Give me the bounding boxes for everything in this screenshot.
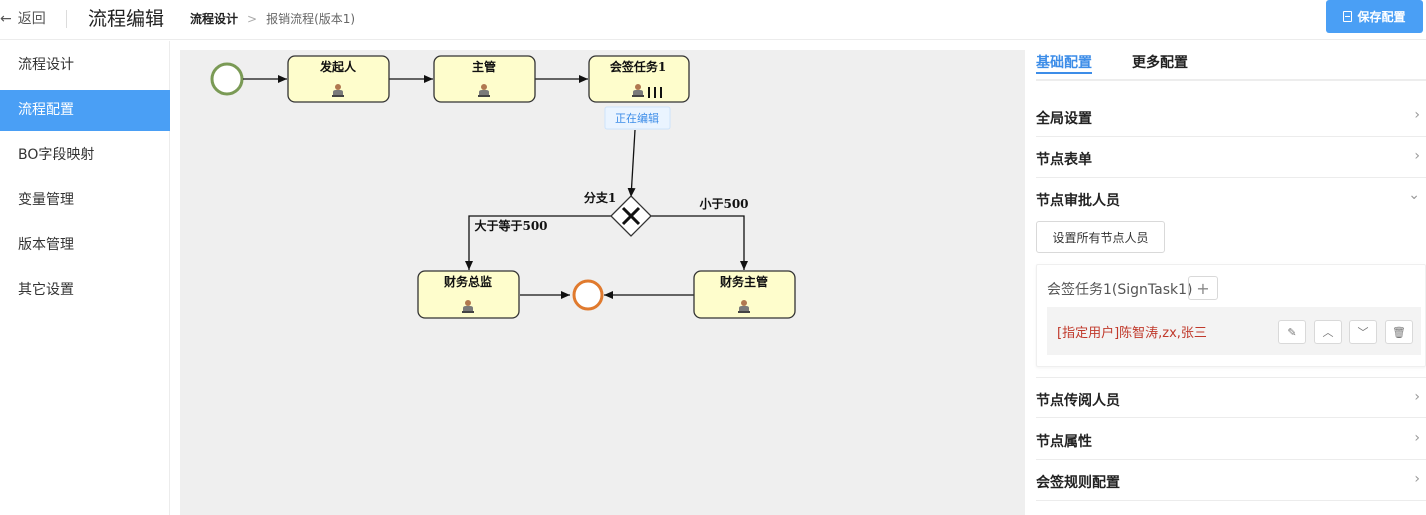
- trash-icon: 🗑: [1392, 325, 1406, 339]
- parallel-multi-instance-icon: [648, 87, 662, 98]
- section-node-cc[interactable]: 节点传阅人员 ›: [1036, 377, 1426, 418]
- branch-label-left: 大于等于500: [474, 218, 547, 233]
- sidebar-item-variables[interactable]: 变量管理: [18, 192, 74, 208]
- config-panel: 基础配置 更多配置 全局设置 › 节点表单 › 节点审批人员 ⌄ 设置所有节点人…: [1026, 41, 1426, 515]
- gateway-label: 分支1: [584, 190, 616, 205]
- chevron-right-icon: ›: [1414, 471, 1420, 487]
- chevron-down-icon: ﹀: [1357, 326, 1369, 339]
- back-label: 返回: [17, 11, 46, 27]
- tab-label: 基础配置: [1036, 55, 1092, 71]
- svg-text:正在编辑: 正在编辑: [615, 111, 659, 125]
- branch-label-right: 小于500: [699, 196, 748, 211]
- document-icon: [1343, 11, 1353, 22]
- sidebar: 流程设计 流程配置 BO字段映射 变量管理 版本管理 其它设置: [0, 41, 170, 515]
- sidebar-item-other-settings[interactable]: 其它设置: [18, 282, 74, 298]
- task-finance-supervisor[interactable]: 财务主管: [693, 270, 796, 319]
- save-config-button[interactable]: 保存配置: [1326, 0, 1423, 33]
- section-label: 会签规则配置: [1036, 475, 1120, 491]
- sidebar-item-flow-design[interactable]: 流程设计: [18, 57, 74, 73]
- chevron-right-icon: ›: [1414, 148, 1420, 164]
- delete-approver-button[interactable]: 🗑: [1385, 320, 1413, 344]
- breadcrumb-separator: >: [247, 12, 258, 26]
- arrow-left-icon: ←: [0, 11, 12, 27]
- edge-gateway-finance-supervisor[interactable]: [650, 215, 748, 270]
- edge-sign-gateway[interactable]: [627, 129, 636, 198]
- sidebar-item-versions[interactable]: 版本管理: [18, 237, 74, 253]
- section-label: 节点表单: [1036, 152, 1092, 168]
- tab-active-indicator: [1036, 72, 1092, 74]
- section-label: 节点属性: [1036, 434, 1092, 450]
- task-finance-director[interactable]: 财务总监: [417, 270, 520, 319]
- move-down-button[interactable]: ﹀: [1349, 320, 1377, 344]
- sidebar-item-bo-mapping[interactable]: BO字段映射: [18, 147, 95, 163]
- section-node-approvers[interactable]: 节点审批人员 ⌄: [1036, 178, 1426, 219]
- section-label: 全局设置: [1036, 111, 1092, 127]
- task-sign-task[interactable]: 会签任务1: [588, 55, 690, 103]
- breadcrumb-item-current: 报销流程(版本1): [266, 12, 356, 26]
- task-label: 财务总监: [443, 274, 492, 289]
- chevron-right-icon: ›: [1414, 389, 1420, 405]
- add-approver-button[interactable]: +: [1188, 276, 1218, 300]
- plus-icon: +: [1196, 278, 1210, 298]
- end-event[interactable]: [572, 279, 604, 311]
- bpmn-diagram: 发起人 主管 会签任务1: [210, 55, 796, 319]
- section-label: 节点传阅人员: [1036, 393, 1120, 409]
- sidebar-item-flow-config[interactable]: 流程配置: [0, 90, 170, 131]
- editing-badge: 正在编辑: [604, 106, 671, 130]
- approver-node-name: 会签任务1(SignTask1): [1047, 282, 1193, 298]
- task-label: 发起人: [319, 59, 357, 74]
- approver-entry: [指定用户]陈智涛,zx,张三 ✎ ︿ ﹀ 🗑: [1047, 307, 1421, 355]
- section-label: 节点审批人员: [1036, 193, 1120, 209]
- edit-approver-button[interactable]: ✎: [1278, 320, 1306, 344]
- start-event[interactable]: [210, 62, 244, 96]
- pencil-icon: ✎: [1287, 325, 1297, 339]
- save-config-label: 保存配置: [1357, 10, 1406, 24]
- config-tabs: 基础配置 更多配置: [1036, 41, 1426, 81]
- page-title: 流程编辑: [88, 8, 165, 30]
- chevron-right-icon: ›: [1414, 430, 1420, 446]
- task-initiator[interactable]: 发起人: [287, 55, 390, 103]
- exclusive-gateway[interactable]: [610, 195, 652, 237]
- header-divider: [66, 10, 67, 28]
- chevron-right-icon: ›: [1414, 107, 1420, 123]
- chevron-up-icon: ︿: [1322, 326, 1334, 339]
- task-label: 财务主管: [719, 274, 768, 289]
- section-node-properties[interactable]: 节点属性 ›: [1036, 419, 1426, 460]
- tab-more-config[interactable]: 更多配置: [1132, 55, 1188, 71]
- breadcrumb-item-design[interactable]: 流程设计: [190, 12, 239, 26]
- section-sign-rules[interactable]: 会签规则配置 ›: [1036, 460, 1426, 501]
- task-label: 会签任务1: [610, 59, 666, 74]
- back-button[interactable]: ← 返回: [0, 8, 46, 28]
- approver-entry-text: [指定用户]陈智涛,zx,张三: [1057, 326, 1207, 341]
- section-global-settings[interactable]: 全局设置 ›: [1036, 96, 1426, 137]
- top-header: ← 返回 流程编辑 流程设计 > 报销流程(版本1) 保存配置: [0, 0, 1426, 40]
- task-label: 主管: [472, 59, 496, 74]
- chevron-down-icon: ⌄: [1408, 187, 1420, 203]
- move-up-button[interactable]: ︿: [1314, 320, 1342, 344]
- breadcrumb: 流程设计 > 报销流程(版本1): [190, 10, 355, 27]
- diagram-canvas[interactable]: 发起人 主管 会签任务1: [180, 50, 1025, 515]
- task-supervisor[interactable]: 主管: [433, 55, 536, 103]
- edge-gateway-finance-director[interactable]: [465, 215, 611, 270]
- tab-basic-config[interactable]: 基础配置: [1036, 52, 1092, 74]
- section-node-form[interactable]: 节点表单 ›: [1036, 137, 1426, 178]
- approver-card: 会签任务1(SignTask1) + [指定用户]陈智涛,zx,张三 ✎ ︿ ﹀…: [1036, 264, 1426, 367]
- set-all-node-approvers-button[interactable]: 设置所有节点人员: [1036, 221, 1165, 253]
